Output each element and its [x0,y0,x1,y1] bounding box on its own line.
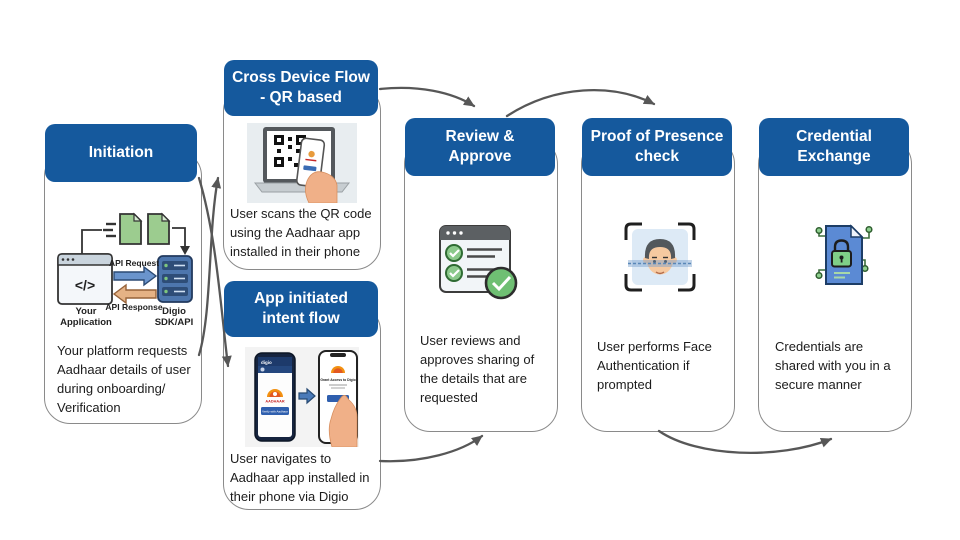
api-response-arrow [112,283,157,305]
card-review-approve-caption: User reviews and approves sharing of the… [420,333,535,405]
code-glyph: </> [75,277,95,293]
checklist-row [445,264,502,282]
arrow-proof-to-credential [657,429,833,455]
card-proof-presence-caption: User performs Face Authentication if pro… [597,339,712,392]
your-application-label: Your Application [60,306,112,328]
app-intent-icon: digio AADHAAR Verify with Aadhaar Grant … [245,347,359,447]
svg-text:AADHAAR: AADHAAR [265,400,284,404]
api-response-label: API Response [105,302,163,312]
secure-credential-icon [806,222,876,288]
card-cross-device-caption: User scans the QR code using the Aadhaar… [230,206,372,259]
arrow-cross-device-to-review [378,86,476,108]
card-initiation-header: Initiation [45,124,197,182]
api-request-label: API Request [108,258,160,268]
card-review-approve-header: Review & Approve [405,118,555,176]
api-integration-icon: </> API Request API Response Your Applic… [54,210,194,330]
arrow-app-intent-to-review [378,434,484,463]
svg-text:digio: digio [261,360,272,365]
motion-dashes [103,222,116,238]
api-request-arrow [113,265,158,287]
pointing-hand [328,395,358,447]
face-scan-icon [622,220,698,294]
left-phone: digio AADHAAR Verify with Aadhaar [254,352,296,442]
card-credential-exchange-caption: Credentials are shared with you in a sec… [775,339,891,392]
card-cross-device-header: Cross Device Flow - QR based [224,60,378,116]
arrow-review-to-proof [505,89,656,118]
card-credential-exchange-header: Credential Exchange [759,118,909,176]
card-app-intent-header: App initiated intent flow [224,281,378,337]
svg-text:Verify with Aadhaar: Verify with Aadhaar [262,409,288,413]
aadhaar-logo [267,389,283,397]
qr-scan-icon [247,123,357,203]
transition-arrow [298,387,316,405]
review-checklist-icon [438,220,524,306]
connector-line [81,229,102,258]
card-initiation-caption: Your platform requests Aadhaar details o… [57,343,191,415]
checklist-row [445,244,502,262]
hand [305,171,338,203]
scan-brackets [624,222,696,292]
card-app-intent-caption: User navigates to Aadhaar app installed … [230,451,370,504]
digio-sdk-label: Digio SDK/API [154,306,194,328]
face [643,239,677,275]
lock-shackle [833,239,850,251]
svg-text:Grant Access to Digio: Grant Access to Digio [320,378,355,382]
down-arrowhead [180,246,190,255]
card-proof-presence-header: Proof of Presence check [582,118,732,176]
circuit-dots [815,225,873,280]
approve-check [484,266,518,300]
